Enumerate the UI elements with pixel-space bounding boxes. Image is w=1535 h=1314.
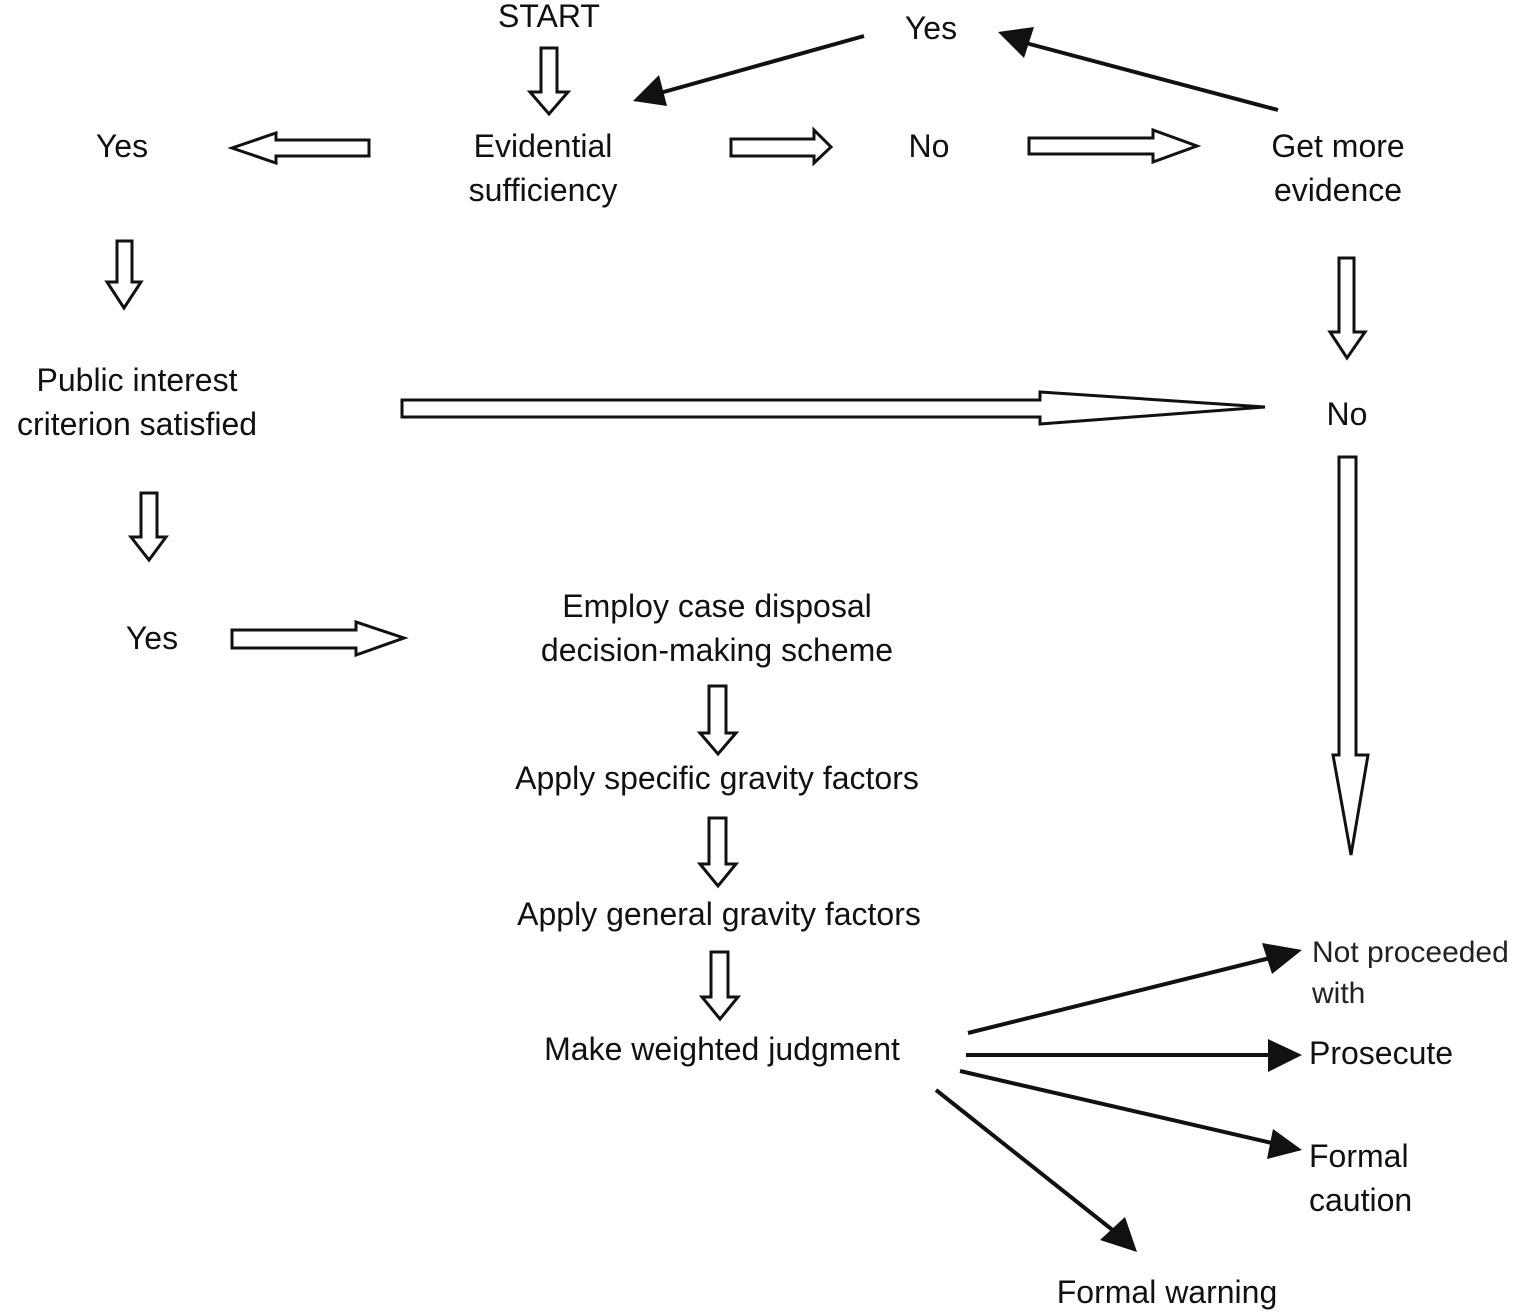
arrow-public-interest-to-no: [400, 390, 1266, 426]
node-specific-gravity: Apply specific gravity factors: [515, 760, 919, 796]
arrow-no-down-to-outcomes: [1331, 455, 1370, 856]
node-no-middle: No: [908, 128, 950, 164]
node-evidential-sufficiency-line-1: Evidential: [473, 128, 613, 164]
arrow-specific-to-general-gravity: [696, 816, 740, 889]
arrow-weighted-to-not-proceeded-line: [967, 956, 1271, 1035]
node-general-gravity: Apply general gravity factors: [517, 896, 921, 932]
node-yes-top: Yes: [904, 10, 958, 46]
arrow-weighted-to-formal-caution-line: [959, 1069, 1273, 1145]
arrow-evidential-to-no: [729, 126, 834, 167]
node-public-interest-line-1: Public interest: [36, 362, 238, 398]
arrow-yes-to-evidential-line: [659, 34, 865, 95]
node-weighted-judgment: Make weighted judgment: [544, 1031, 900, 1067]
node-not-proceeded: Not proceeded with: [1312, 932, 1509, 1014]
arrow-yes-to-public-interest: [104, 239, 144, 311]
arrow-employ-to-specific-gravity: [696, 684, 740, 757]
arrow-evidential-to-yes-left: [227, 130, 371, 166]
arrow-public-interest-to-yes: [127, 491, 169, 563]
node-not-proceeded-line-1: Not proceeded: [1312, 936, 1509, 969]
node-yes-public: Yes: [125, 620, 179, 656]
arrow-yes-to-employ-scheme: [230, 619, 409, 658]
arrow-weighted-to-prosecute-head: [1268, 1039, 1302, 1072]
node-formal-caution-line-1: Formal: [1309, 1138, 1409, 1174]
node-employ-scheme: Employ case disposal decision-making sch…: [541, 584, 893, 672]
node-start: START: [498, 0, 600, 34]
node-get-more-evidence: Get more evidence: [1271, 124, 1404, 212]
node-get-more-evidence-line-2: evidence: [1273, 172, 1403, 208]
node-yes-left: Yes: [95, 128, 149, 164]
node-evidential-sufficiency-line-2: sufficiency: [468, 172, 618, 208]
arrow-get-more-evidence-to-no: [1327, 256, 1368, 361]
node-get-more-evidence-line-1: Get more: [1271, 128, 1405, 164]
node-not-proceeded-line-2: with: [1312, 977, 1366, 1010]
node-prosecute: Prosecute: [1309, 1035, 1454, 1071]
node-public-interest: Public interest criterion satisfied: [17, 358, 257, 446]
node-employ-scheme-line-1: Employ case disposal: [562, 588, 872, 624]
arrow-weighted-to-not-proceeded-head: [1262, 943, 1302, 974]
node-no-right: No: [1326, 396, 1368, 432]
arrow-weighted-to-formal-warning-head: [1100, 1217, 1137, 1252]
node-formal-warning: Formal warning: [1056, 1274, 1278, 1310]
node-evidential-sufficiency: Evidential sufficiency: [469, 124, 618, 212]
arrow-yes-to-evidential-head: [633, 75, 667, 106]
arrow-general-to-weighted-judgment: [698, 950, 742, 1022]
node-formal-caution: Formal caution: [1309, 1134, 1412, 1222]
arrow-weighted-to-formal-warning-line: [934, 1088, 1117, 1234]
node-formal-caution-line-2: caution: [1309, 1182, 1413, 1218]
arrow-no-to-get-more-evidence: [1027, 127, 1202, 165]
node-public-interest-line-2: criterion satisfied: [16, 406, 258, 442]
arrow-get-more-evidence-to-yes-head: [998, 27, 1034, 58]
arrow-start-to-evidential: [526, 46, 572, 117]
arrow-weighted-to-formal-caution-head: [1267, 1129, 1302, 1159]
arrow-get-more-evidence-to-yes-line: [1021, 40, 1279, 112]
node-employ-scheme-line-2: decision-making scheme: [540, 632, 894, 668]
